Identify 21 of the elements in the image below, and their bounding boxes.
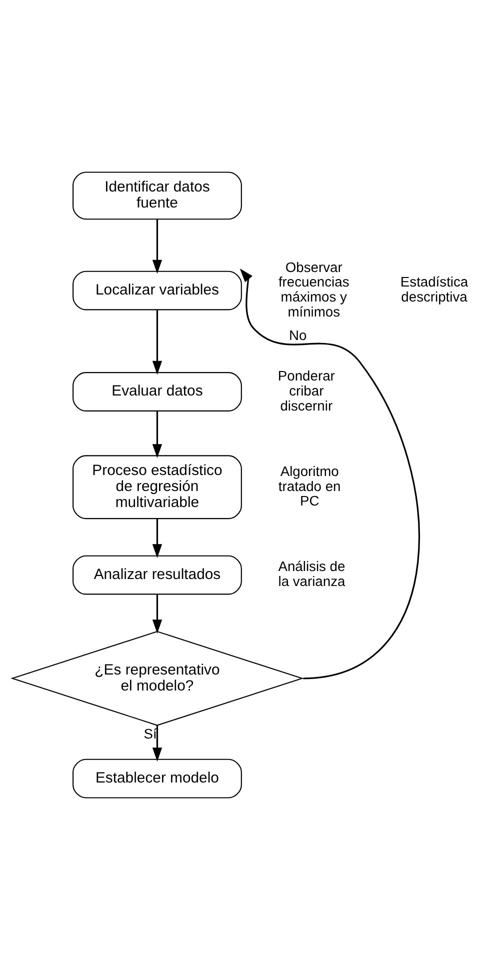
- arrow: [152, 594, 162, 634]
- node-label: Ponderar cribar discernir: [278, 366, 335, 413]
- node-label: Observar frecuencias máximos y mínimos: [278, 258, 350, 320]
- arrow: [152, 724, 162, 762]
- node-box: Analizar resultados: [72, 554, 242, 594]
- node-box: Localizar variables: [72, 270, 242, 310]
- node-label: Análisis de la varianza: [278, 558, 346, 589]
- node-box: Identificar datos fuente: [72, 171, 242, 220]
- node-box: Proceso estadístico de regresión multivariable: [72, 454, 242, 519]
- arrow: [152, 309, 162, 374]
- node-label: Algoritmo tratado en PC: [278, 462, 341, 508]
- edge-label: Sí: [144, 724, 157, 741]
- node-box: Establecer modelo: [72, 758, 242, 798]
- node-diamond: ¿Es representativo el modelo?: [10, 630, 304, 726]
- arrow: [152, 518, 162, 558]
- arrow: [152, 218, 162, 274]
- edge-label: No: [288, 326, 307, 343]
- node-box: Evaluar datos: [72, 372, 242, 411]
- arrow: [152, 410, 162, 458]
- label: Estadística descriptiva: [400, 273, 468, 304]
- arrow: [240, 268, 420, 679]
